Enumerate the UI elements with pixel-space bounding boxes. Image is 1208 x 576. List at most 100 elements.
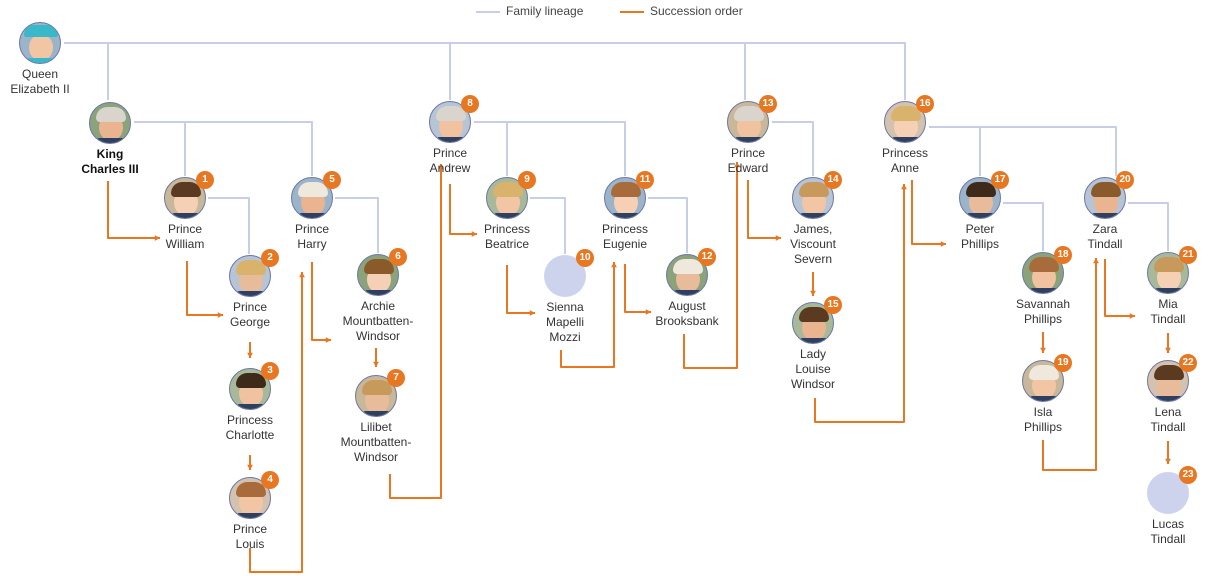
succession-arrowhead [154, 235, 160, 241]
legend-succession: Succession order [620, 4, 743, 18]
name-line: Mapelli [545, 315, 584, 329]
clothing-shape [434, 137, 468, 142]
name-line: George [229, 315, 271, 329]
succession-line [389, 164, 442, 499]
clothing-shape [169, 213, 203, 218]
succession-line [186, 261, 223, 316]
succession-badge: 17 [991, 171, 1009, 189]
name-line: Severn [793, 252, 833, 266]
succession-badge: 5 [323, 171, 341, 189]
name-line: Tindall [1150, 532, 1186, 546]
succession-line [249, 272, 303, 573]
hair-shape [298, 182, 328, 197]
clothing-shape [94, 138, 128, 143]
name-line: Eugenie [602, 237, 648, 251]
name-line: Prince [232, 522, 267, 536]
name-line: Lena [1154, 405, 1182, 419]
legend-lineage: Family lineage [476, 4, 583, 18]
succession-badge: 21 [1179, 246, 1197, 264]
succession-line [560, 262, 615, 368]
hair-shape [236, 373, 266, 388]
lineage-line [64, 42, 906, 100]
succession-badge: 11 [636, 171, 654, 189]
succession-badge: 22 [1179, 354, 1197, 372]
name-line: Phillips [1023, 420, 1062, 434]
hair-shape [799, 307, 829, 322]
succession-badge: 15 [824, 296, 842, 314]
lineage-line [474, 121, 626, 176]
hair-shape [1154, 365, 1184, 380]
hair-shape [799, 182, 829, 197]
succession-arrowhead [217, 312, 223, 318]
succession-arrowhead [325, 337, 331, 343]
hair-shape [96, 107, 126, 122]
name-line: Harry [297, 237, 327, 251]
succession-badge: 14 [824, 171, 842, 189]
portrait-icon [229, 255, 271, 297]
succession-arrowhead [247, 352, 253, 358]
lineage-line [1003, 202, 1044, 251]
succession-line [1104, 259, 1135, 317]
clothing-shape [797, 213, 831, 218]
succession-badge: 3 [261, 362, 279, 380]
succession-arrowhead [1040, 347, 1046, 353]
name-line: Mountbatten- [340, 435, 412, 449]
lineage-line [530, 197, 566, 254]
name-line: Princess [483, 222, 530, 236]
succession-badge: 4 [261, 471, 279, 489]
name-line: Tindall [1150, 312, 1186, 326]
hair-shape [1154, 257, 1184, 272]
hair-shape [1029, 257, 1059, 272]
hair-shape [891, 106, 921, 121]
legend-succession-label: Succession order [650, 4, 743, 18]
name-line: Prince [167, 222, 202, 236]
name-line: Andrew [429, 161, 471, 175]
hair-shape [966, 182, 996, 197]
hair-shape [236, 260, 266, 275]
hair-shape [236, 482, 266, 497]
succession-line [747, 180, 781, 239]
succession-badge: 23 [1179, 466, 1197, 484]
lineage-line [335, 197, 379, 253]
name-line: Isla [1033, 405, 1053, 419]
succession-arrowhead [611, 262, 617, 268]
clothing-shape [964, 213, 998, 218]
legend-lineage-label: Family lineage [506, 4, 584, 18]
lineage-line [929, 126, 1117, 176]
hair-shape [1029, 365, 1059, 380]
succession-badge: 10 [576, 249, 594, 267]
succession-line [107, 181, 160, 239]
portrait-icon [89, 102, 131, 144]
lineage-line [648, 197, 688, 253]
name-line: Tindall [1087, 237, 1123, 251]
portrait-icon [429, 101, 471, 143]
name-line: Beatrice [484, 237, 530, 251]
name-line: Phillips [1023, 312, 1062, 326]
portrait-icon [792, 177, 834, 219]
name-line: Anne [890, 161, 920, 175]
name-line: Princess [601, 222, 648, 236]
succession-arrowhead [529, 310, 535, 316]
clothing-shape [491, 213, 525, 218]
portrait-icon [727, 101, 769, 143]
